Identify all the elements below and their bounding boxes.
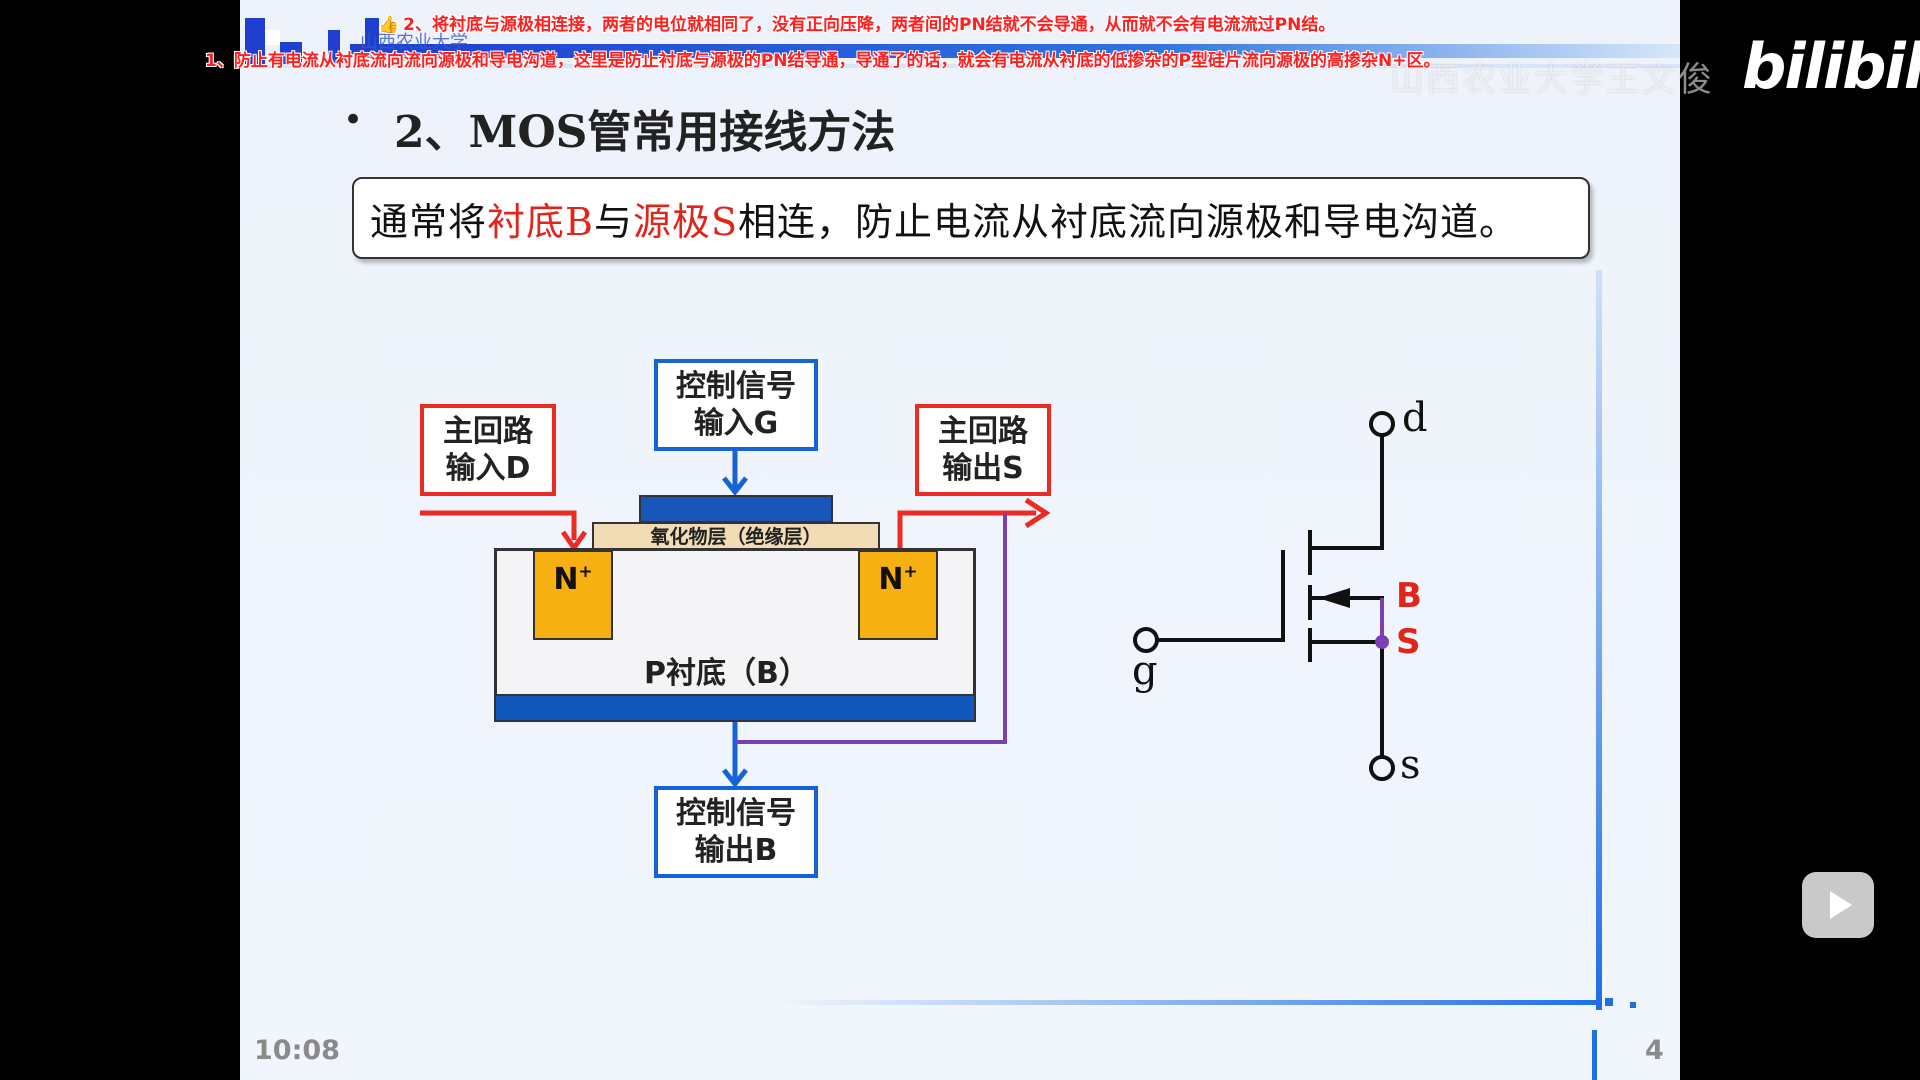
- box-line: 主回路: [938, 414, 1028, 449]
- source-terminal: [1369, 755, 1395, 781]
- danmaku-text: 2、将衬底与源极相连接，两者的电位就相同了，没有正向压降，两者间的PN结就不会导…: [403, 15, 1336, 35]
- symbol-B-label: B: [1396, 576, 1422, 616]
- source-arrow: [1024, 497, 1051, 529]
- header-bar: [350, 44, 1680, 58]
- thumb-up-icon: 👍: [378, 15, 400, 35]
- watermark: 山西农业大学王文俊: [1390, 60, 1714, 100]
- drain-input-box: 主回路输入D: [420, 404, 556, 496]
- n-plus-sup: +: [578, 562, 593, 582]
- danmaku-comment: 1、防止有电流从衬底流向流向源极和导电沟道，这里是防止衬底与源极的PN结导通，导…: [205, 46, 1440, 71]
- drain-terminal: [1369, 411, 1395, 437]
- body-arrow: [1318, 588, 1350, 608]
- substrate-arrow: [722, 768, 748, 789]
- source-output-box: 主回路输出S: [915, 404, 1051, 496]
- note-text: 通常将: [370, 199, 488, 244]
- source-lead: [1310, 640, 1384, 757]
- bond-wire: [735, 513, 1007, 744]
- slide-time: 10:08: [254, 1035, 340, 1066]
- box-line: 控制信号: [676, 796, 796, 831]
- header-decoration: [328, 30, 340, 64]
- substrate-output-box: 控制信号输出B: [654, 786, 818, 878]
- substrate-contact: [494, 694, 976, 722]
- junction-dot: [1375, 635, 1389, 649]
- header-decoration: [280, 42, 302, 64]
- gate-arrow: [722, 476, 748, 497]
- source-wire: [897, 510, 1036, 548]
- bottom-accent-line: [780, 1000, 1600, 1005]
- n-plus-label: N: [878, 562, 904, 597]
- box-line: 输入D: [445, 451, 531, 486]
- symbol-g-label: g: [1132, 648, 1158, 694]
- n-plus-source: N+: [858, 550, 938, 640]
- gate-input-box: 控制信号输入G: [654, 359, 818, 451]
- note-highlight-source: 源极S: [632, 199, 739, 244]
- drain-lead: [1310, 435, 1384, 550]
- note-text: 与: [593, 199, 633, 244]
- box-line: 输出B: [694, 833, 778, 868]
- n-plus-sup: +: [903, 562, 918, 582]
- symbol-d-label: d: [1402, 395, 1428, 441]
- gate-electrode: [639, 495, 833, 523]
- box-line: 控制信号: [676, 369, 796, 404]
- corner-decoration: [1605, 998, 1613, 1006]
- symbol-s-label: s: [1400, 742, 1421, 788]
- note-text: 相连，防止电流从衬底流向源极和导电沟道。: [738, 199, 1519, 244]
- box-line: 输出S: [942, 451, 1024, 486]
- play-button[interactable]: [1802, 872, 1874, 938]
- slide-title: 2、MOS管常用接线方法: [394, 107, 896, 158]
- substrate-label: P衬底（B）: [644, 656, 809, 691]
- box-line: 输入G: [693, 406, 779, 441]
- corner-decoration: [1630, 1002, 1636, 1008]
- header-decoration: [365, 18, 379, 44]
- oxide-layer: 氧化物层（绝缘层）: [592, 522, 880, 550]
- note-highlight-substrate: 衬底B: [487, 199, 594, 244]
- corner-decoration: [1592, 1030, 1597, 1080]
- symbol-S-label: S: [1396, 622, 1421, 662]
- drain-wire: [420, 510, 577, 540]
- n-plus-label: N: [553, 562, 579, 597]
- bilibili-logo: bilibili: [1742, 30, 1920, 103]
- danmaku-comment: 👍2、将衬底与源极相连接，两者的电位就相同了，没有正向压降，两者间的PN结就不会…: [378, 10, 1335, 35]
- university-header: 山西农业大学: [360, 32, 468, 53]
- right-accent-line: [1596, 270, 1602, 1010]
- header-bar: [240, 64, 1680, 68]
- danmaku-text: 1、防止有电流从衬底流向流向源极和导电沟道，这里是防止衬底与源极的PN结导通，导…: [205, 51, 1441, 71]
- page-number: 4: [1645, 1035, 1664, 1066]
- header-decoration: [245, 18, 265, 64]
- box-line: 主回路: [443, 414, 533, 449]
- title-bullet: •: [343, 100, 364, 140]
- gate-lead: [1157, 550, 1285, 642]
- play-icon: [1830, 891, 1852, 919]
- header-decoration: [265, 30, 280, 45]
- n-plus-drain: N+: [533, 550, 613, 640]
